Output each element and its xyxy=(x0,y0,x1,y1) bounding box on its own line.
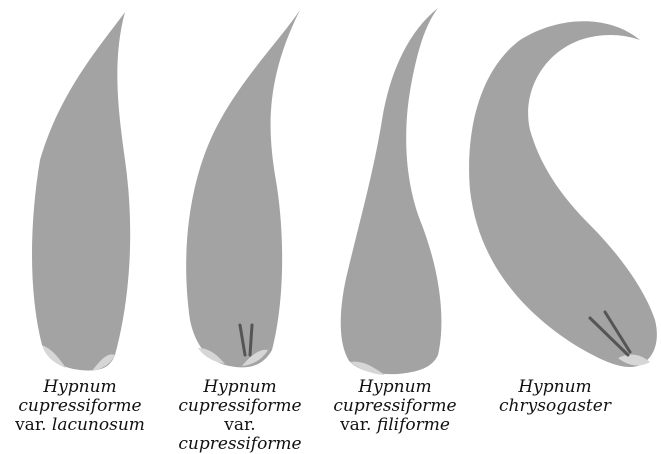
caption-cupressiforme: Hypnum cupressiforme var. cupressiforme xyxy=(160,378,320,454)
leaf-chrysogaster xyxy=(469,21,657,367)
caption-genus: Hypnum xyxy=(475,378,635,397)
caption-genus: Hypnum xyxy=(315,378,475,397)
caption-lacunosum: Hypnum cupressiforme var. lacunosum xyxy=(0,378,160,435)
caption-variety: var. filiforme xyxy=(315,416,475,435)
caption-species: cupressiforme xyxy=(0,397,160,416)
caption-filiforme: Hypnum cupressiforme var. filiforme xyxy=(315,378,475,435)
caption-genus: Hypnum xyxy=(0,378,160,397)
caption-variety: cupressiforme xyxy=(160,435,320,454)
leaf-cupressiforme xyxy=(186,10,300,367)
caption-chrysogaster: Hypnum chrysogaster xyxy=(475,378,635,416)
leaf-filiforme xyxy=(341,8,442,375)
caption-species: chrysogaster xyxy=(475,397,635,416)
caption-species: cupressiforme var. xyxy=(160,397,320,435)
caption-variety: var. lacunosum xyxy=(0,416,160,435)
caption-genus: Hypnum xyxy=(160,378,320,397)
caption-species: cupressiforme xyxy=(315,397,475,416)
leaf-lacunosum xyxy=(32,12,130,371)
